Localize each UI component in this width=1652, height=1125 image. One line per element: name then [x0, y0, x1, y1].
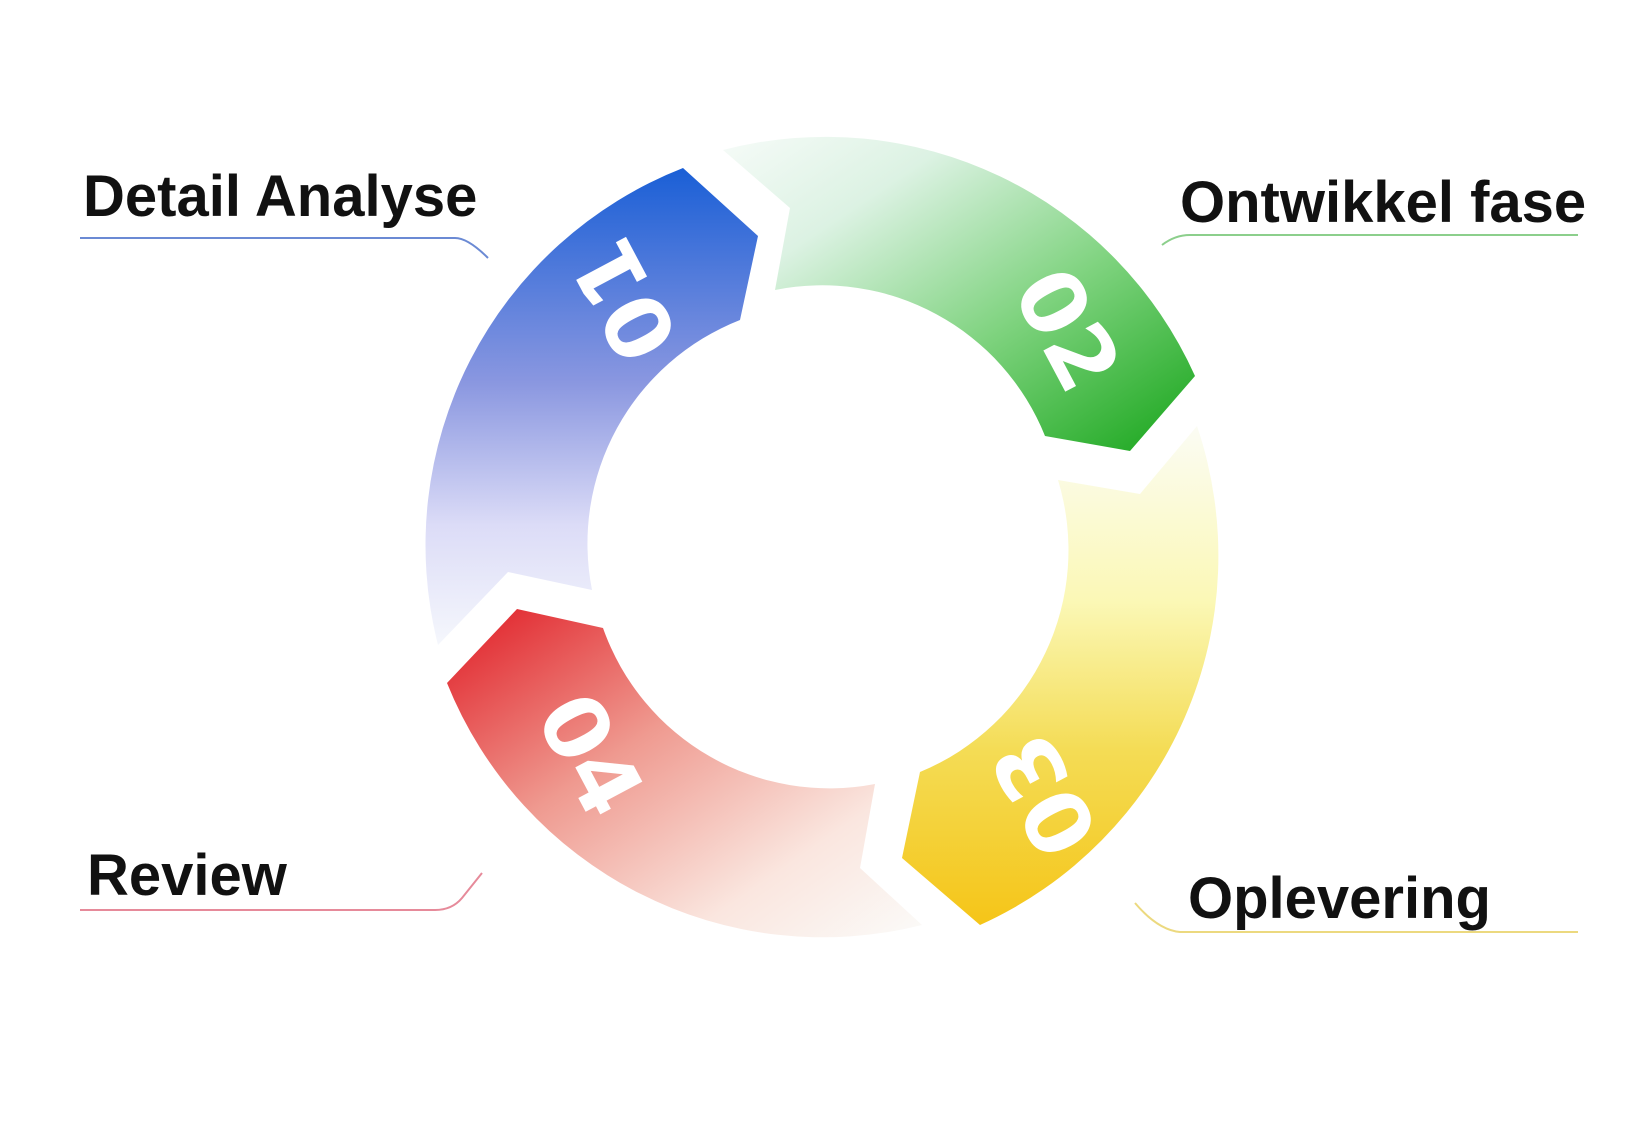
ring-segment-02: 02 [723, 136, 1195, 451]
label-underline-03 [1134, 902, 1578, 933]
phase-label-01: Detail Analyse [83, 164, 477, 229]
label-underline-01 [80, 237, 489, 259]
ring-segment-01: 01 [425, 168, 758, 645]
ring-segment-04: 04 [447, 609, 922, 938]
label-group-01: Detail Analyse [80, 164, 489, 259]
label-group-02: Ontwikkel fase [1161, 170, 1586, 246]
ring-segment-03: 03 [902, 426, 1219, 925]
segment-shape-03 [902, 426, 1219, 925]
label-group-04: Review [80, 843, 483, 911]
label-underline-04 [80, 872, 483, 911]
segment-shape-01 [425, 168, 758, 645]
label-group-03: Oplevering [1134, 866, 1578, 933]
segment-shape-02 [723, 136, 1195, 451]
phase-label-04: Review [87, 843, 288, 908]
segment-shape-04 [447, 609, 922, 938]
phase-label-02: Ontwikkel fase [1180, 170, 1586, 235]
label-underline-02 [1161, 234, 1578, 246]
phase-label-03: Oplevering [1188, 866, 1491, 931]
